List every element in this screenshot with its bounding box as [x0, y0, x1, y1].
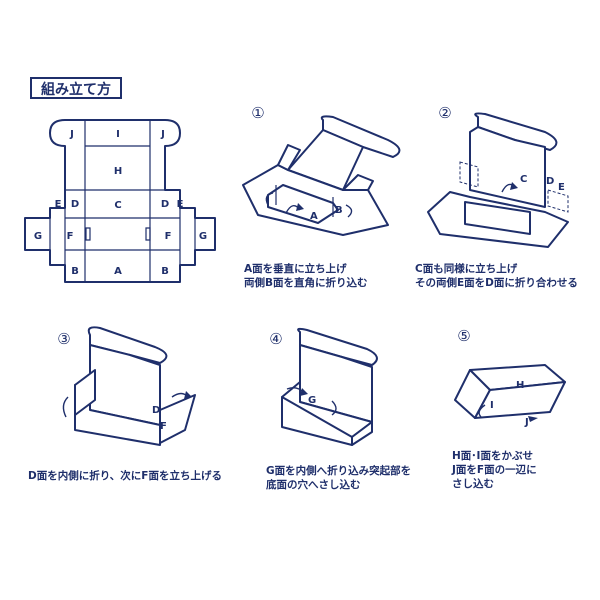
net-label-f-right: F — [165, 231, 172, 242]
step-5-illustration: H I J — [450, 360, 590, 428]
step5-label-i: I — [490, 400, 494, 411]
step-2-marker: ② — [438, 104, 452, 122]
step-1-caption-line-1: A面を垂直に立ち上げ — [244, 263, 347, 275]
step-1-caption-line-2: 両側B面を直角に折り込む — [244, 277, 368, 289]
net-label-b-right: B — [161, 266, 169, 277]
step2-label-c: C — [520, 174, 527, 185]
step-4-caption: G面を内側へ折り込み突起部を 底面の穴へさし込む — [266, 464, 411, 492]
net-label-g-right: G — [199, 231, 207, 242]
step1-label-b: B — [335, 205, 343, 216]
step-4-caption-line-2: 底面の穴へさし込む — [266, 479, 361, 491]
step-1-caption: A面を垂直に立ち上げ 両側B面を直角に折り込む — [244, 262, 368, 290]
step2-label-d: D — [546, 176, 554, 187]
net-label-j-left: J — [69, 129, 74, 140]
step3-label-f: F — [160, 421, 167, 432]
net-label-e-left: E — [55, 199, 62, 210]
step-2-caption-line-2: その両側E面をD面に折り合わせる — [415, 277, 578, 289]
net-label-h: H — [114, 166, 122, 177]
step-5-caption-line-1: H面･I面をかぶせ — [452, 450, 533, 462]
page-title: 組み立て方 — [30, 77, 122, 99]
unfolded-box-net: J I J H E D C D E G F F G B A B — [20, 110, 220, 290]
net-label-c: C — [114, 200, 121, 211]
step2-label-e: E — [558, 182, 565, 193]
step-5-caption-line-3: さし込む — [452, 478, 494, 490]
step-2-illustration: C D E — [420, 112, 590, 247]
net-label-i: I — [116, 129, 120, 140]
net-label-b-left: B — [71, 266, 79, 277]
net-label-j-right: J — [160, 129, 165, 140]
net-label-a: A — [114, 266, 122, 277]
net-outline — [25, 120, 215, 282]
step-4-caption-line-1: G面を内側へ折り込み突起部を — [266, 465, 412, 477]
step5-label-j: J — [524, 417, 529, 428]
net-label-g-left: G — [34, 231, 42, 242]
step-3-caption-line-1: D面を内側に折り、次にF面を立ち上げる — [28, 470, 222, 482]
step-3-illustration: D F — [60, 325, 200, 455]
step5-label-h: H — [516, 380, 524, 391]
step-4-marker: ④ — [269, 330, 283, 348]
step-4-illustration: G — [272, 327, 392, 457]
step-5-caption: H面･I面をかぶせ J面をF面の一辺に さし込む — [452, 449, 537, 491]
step-5-marker: ⑤ — [457, 327, 471, 345]
net-label-d-right: D — [161, 199, 169, 210]
net-label-f-left: F — [67, 231, 74, 242]
net-label-d-left: D — [71, 199, 79, 210]
step-1-illustration: A B — [238, 115, 398, 245]
step3-label-d: D — [152, 405, 160, 416]
step-1-marker: ① — [251, 104, 265, 122]
step-3-caption: D面を内側に折り、次にF面を立ち上げる — [28, 469, 222, 483]
step1-label-a: A — [310, 211, 318, 222]
step-2-caption-line-1: C面も同様に立ち上げ — [415, 263, 518, 275]
step4-label-g: G — [308, 395, 316, 406]
step-5-caption-line-2: J面をF面の一辺に — [452, 464, 537, 476]
step-2-caption: C面も同様に立ち上げ その両側E面をD面に折り合わせる — [415, 262, 578, 290]
step-3-marker: ③ — [57, 330, 71, 348]
net-label-e-right: E — [177, 199, 184, 210]
